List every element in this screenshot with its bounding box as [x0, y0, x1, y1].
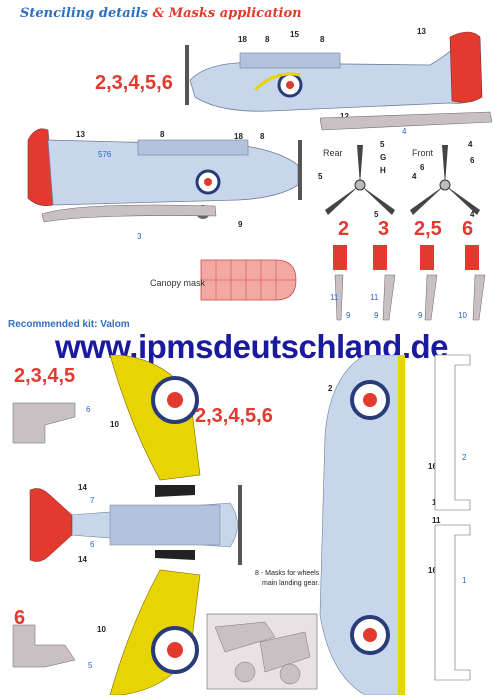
right-mask-strips: [434, 354, 471, 681]
wheel-mask-sheet: [206, 613, 318, 690]
prop-letter-10: 4: [470, 210, 475, 219]
callout-9-bottom: 9: [238, 220, 243, 229]
under-label-16b: 16: [428, 566, 437, 575]
callout-8-top: 8: [265, 35, 270, 44]
prop-letter-8: 4: [412, 172, 417, 181]
prop-letter-6: 4: [468, 140, 473, 149]
propeller-diagrams: [325, 145, 480, 215]
panel-num-9c: 9: [418, 311, 423, 320]
callout-15-top: 15: [290, 30, 299, 39]
callout-13-top: 13: [417, 27, 426, 36]
page-title: Stenciling details & Masks application: [20, 6, 302, 21]
under-label-2a: 2: [328, 384, 333, 393]
callout-576: 576: [98, 150, 112, 159]
planform-label-10a: 10: [110, 420, 119, 429]
variant-label-planform-top: 2,3,4,5: [14, 365, 76, 387]
prop-rear-label: Rear: [323, 148, 343, 158]
panel-label-6: 6: [462, 218, 474, 240]
variant-label-small-six: 6: [14, 607, 26, 629]
variant-label-planform-bottom: 2,3,4,5,6: [195, 405, 273, 427]
title-stenciling: Stenciling details: [20, 6, 148, 21]
panel-label-2: 2: [338, 218, 350, 240]
wing-root-mask-strip: [41, 204, 217, 223]
planform-label-14a: 14: [78, 483, 87, 492]
variant-label-top-profile: 2,3,4,5,6: [95, 72, 173, 94]
top-profile-aircraft: [185, 31, 483, 112]
panel-label-25: 2,5: [414, 218, 442, 240]
canopy-mask-sheet: [200, 259, 297, 301]
recommended-kit: Recommended kit: Valom: [8, 319, 130, 330]
panel-num-10: 10: [458, 311, 467, 320]
prop-letter-7: 6: [470, 156, 475, 165]
prop-letter-5: 5: [374, 210, 379, 219]
callout-18-top: 18: [238, 35, 247, 44]
canopy-mask-label: Canopy mask: [150, 278, 206, 288]
underside-aircraft: [319, 355, 405, 695]
wheel-note-line2: main landing gear.: [262, 580, 320, 587]
callout-12-top: 12: [340, 112, 349, 121]
panel-num-11a: 11: [330, 293, 339, 302]
prop-letter-3: H: [380, 166, 386, 175]
callout-8b-bottom: 8: [260, 132, 265, 141]
bottom-profile-aircraft: [27, 128, 302, 219]
fairing-mask-strip: [320, 111, 493, 131]
tail-mask-shapes: [12, 402, 76, 668]
planform-label-6b: 6: [90, 540, 95, 549]
title-ampersand: &: [152, 6, 165, 21]
under-label-16a: 16: [428, 462, 437, 471]
prop-letter-4: 5: [318, 172, 323, 181]
under-label-11b: 11: [432, 516, 441, 525]
callout-8b-top: 8: [320, 35, 325, 44]
panel-label-3: 3: [378, 218, 390, 240]
under-label-2b: 2: [462, 453, 467, 462]
callout-3-bottom: 3: [137, 232, 142, 241]
prop-letter-9: 6: [420, 163, 425, 172]
planform-label-5: 5: [88, 661, 93, 670]
callout-18-bottom: 18: [234, 132, 243, 141]
planform-label-10b: 10: [97, 625, 106, 634]
panel-num-11b: 11: [370, 293, 379, 302]
prop-letter-2: G: [380, 153, 387, 162]
prop-front-label: Front: [412, 148, 434, 158]
planform-label-7: 7: [90, 496, 95, 505]
panel-num-9a: 9: [346, 311, 351, 320]
wheel-note-line1: 8 - Masks for wheels: [255, 570, 320, 577]
under-label-1: 1: [462, 576, 467, 585]
planform-label-6a: 6: [86, 405, 91, 414]
planform-label-14b: 14: [78, 555, 87, 564]
callout-4-top: 4: [402, 127, 407, 136]
planform-top-aircraft: [29, 355, 242, 695]
title-masks: Masks application: [168, 6, 302, 21]
callout-8-bottom: 8: [160, 130, 165, 139]
panel-num-9b: 9: [374, 311, 379, 320]
prop-letter-1: 5: [380, 140, 385, 149]
callout-13-bottom: 13: [76, 130, 85, 139]
variant-fin-panels: [333, 245, 486, 321]
